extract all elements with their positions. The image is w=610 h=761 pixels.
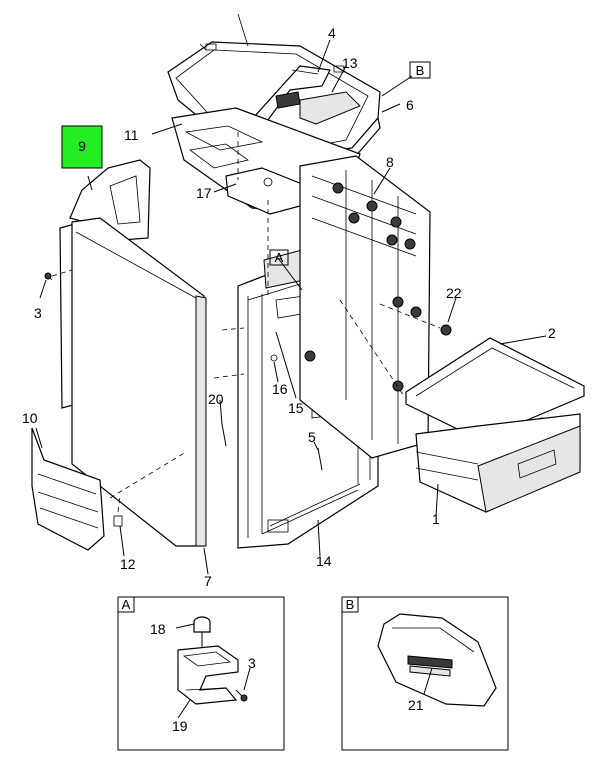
callout-10: 10 [22, 410, 38, 426]
view-tag-a-main: A [269, 249, 289, 266]
callout-labels: 4 13 6 11 8 17 22 3 2 16 20 15 10 5 1 12… [22, 25, 556, 589]
callout-1: 1 [432, 511, 440, 527]
callout-5: 5 [308, 429, 316, 445]
frame-bolts [304, 182, 422, 392]
lower-front-panel [31, 427, 105, 551]
drawer-assembly [405, 337, 585, 513]
svg-text:B: B [416, 63, 425, 78]
svg-text:A: A [275, 250, 284, 265]
side-cover [71, 217, 207, 547]
callout-9-highlighted[interactable]: 9 [61, 125, 103, 169]
detail-view-b: B 21 [341, 596, 509, 751]
callout-21: 21 [408, 697, 424, 713]
detail-b-tag: B [346, 597, 355, 612]
highlight-box [61, 125, 103, 169]
callout-11: 11 [124, 127, 139, 143]
callout-12: 12 [120, 556, 136, 572]
callout-18: 18 [150, 621, 166, 637]
small-hardware [44, 272, 452, 527]
leader-lines [35, 39, 547, 575]
detail-view-a: A 18 3 19 [117, 596, 285, 751]
callout-3-detail: 3 [248, 655, 256, 671]
label-plate [407, 655, 453, 677]
callout-6: 6 [406, 97, 414, 113]
callout-4: 4 [328, 25, 336, 41]
assembly-guide-lines [51, 132, 441, 513]
callout-7: 7 [204, 573, 212, 589]
callout-22: 22 [446, 285, 462, 301]
callout-16: 16 [272, 381, 288, 397]
callout-3-left: 3 [34, 305, 42, 321]
callout-9: 9 [78, 138, 86, 154]
callout-13: 13 [342, 55, 358, 71]
callout-19: 19 [172, 718, 188, 734]
callout-15: 15 [288, 400, 304, 416]
detail-a-tag: A [122, 597, 131, 612]
callout-17: 17 [196, 185, 212, 201]
callout-8: 8 [386, 154, 394, 170]
callout-20: 20 [208, 391, 224, 407]
rear-frame [299, 155, 431, 459]
callout-14: 14 [316, 553, 332, 569]
view-tag-b-main: B [409, 61, 431, 79]
callout-2: 2 [548, 325, 556, 341]
